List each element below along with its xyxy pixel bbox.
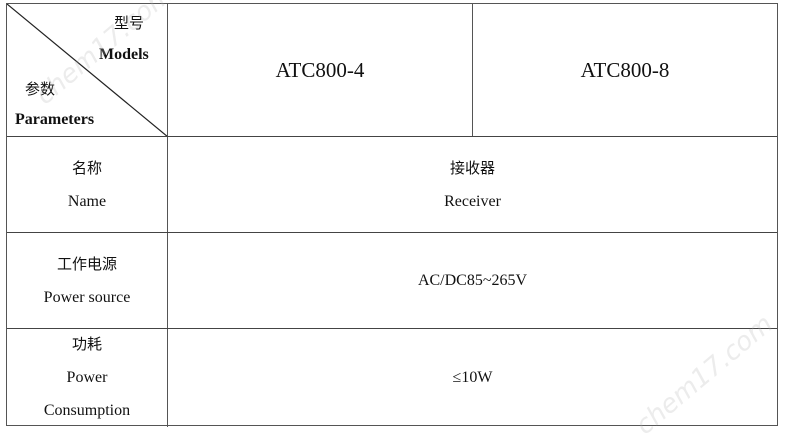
params-label-cn: 参数 <box>25 80 56 98</box>
model-name: ATC800-8 <box>580 57 670 82</box>
col-divider-2 <box>472 4 473 137</box>
value-name: 接收器 Receiver <box>168 137 777 232</box>
param-power-consumption: 功耗 Power Consumption <box>7 329 167 425</box>
param-label-cn: 工作电源 <box>56 254 117 273</box>
value: ≤10W <box>452 368 493 386</box>
value-power-source: AC/DC85~265V <box>168 233 777 328</box>
param-name: 名称 Name <box>7 137 167 232</box>
models-label-cn: 型号 <box>114 14 145 32</box>
col-divider-1 <box>167 4 168 427</box>
row-divider-1 <box>7 136 777 137</box>
spec-table: 型号 Models 参数 Parameters ATC800-4 ATC800-… <box>6 3 778 427</box>
param-label-cn: 名称 <box>71 158 102 177</box>
param-label-en-2: Consumption <box>43 401 131 419</box>
model-header-2: ATC800-8 <box>473 4 777 136</box>
param-label-cn: 功耗 <box>71 334 102 353</box>
value-power-consumption: ≤10W <box>168 329 777 425</box>
models-label-en: Models <box>99 46 149 63</box>
param-label-en: Power source <box>43 288 131 306</box>
row-divider-3 <box>7 328 777 329</box>
model-name: ATC800-4 <box>275 57 365 82</box>
value-en: Receiver <box>444 192 501 210</box>
model-header-1: ATC800-4 <box>168 4 472 136</box>
value: AC/DC85~265V <box>417 272 528 289</box>
value-cn: 接收器 <box>449 158 495 177</box>
param-label-en: Name <box>67 192 107 210</box>
row-divider-2 <box>7 232 777 233</box>
param-power-source: 工作电源 Power source <box>7 233 167 328</box>
param-label-en-1: Power <box>66 368 108 386</box>
diagonal-divider <box>7 4 168 137</box>
params-label-en: Parameters <box>15 111 95 128</box>
